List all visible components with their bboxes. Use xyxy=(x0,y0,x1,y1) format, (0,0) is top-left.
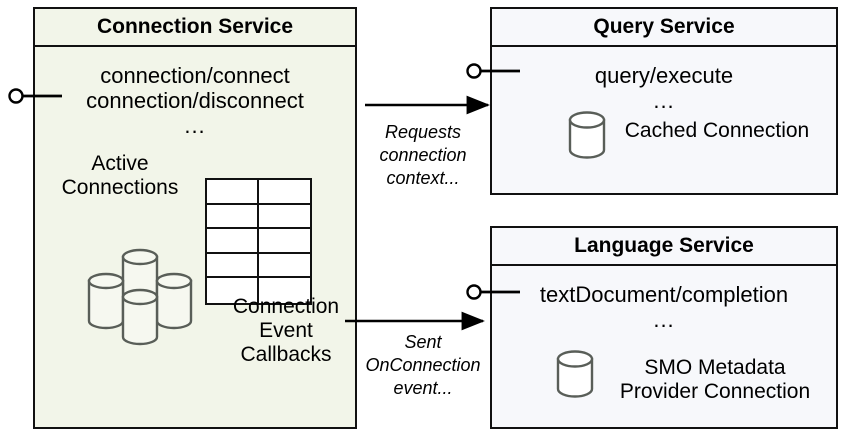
sent-line-2: OnConnection xyxy=(365,355,481,376)
connection-service-operations: connection/connect connection/disconnect… xyxy=(35,63,355,138)
database-cylinder-cluster-icon xyxy=(83,239,205,347)
requests-line-2: connection xyxy=(379,145,467,166)
callbacks-line-2: Event xyxy=(259,319,313,343)
active-connections-label: Active Connections xyxy=(45,152,195,200)
requests-line-3: context... xyxy=(386,168,460,189)
active-connections-line-1: Active xyxy=(91,152,149,175)
callbacks-line-1: Connection xyxy=(232,295,340,318)
query-service-operations-ellipsis: ... xyxy=(653,88,675,114)
grid-cell xyxy=(207,180,259,205)
provided-interface-lollipop-icon-connection-service[interactable] xyxy=(8,86,68,106)
grid-cell xyxy=(258,180,310,205)
grid-cell xyxy=(207,278,259,303)
language-service-body: textDocument/completion ... SMO Metadata… xyxy=(492,266,836,427)
grid-cell xyxy=(258,229,310,254)
query-service-operations: query/execute ... xyxy=(492,63,836,113)
connection-event-callbacks-label: Connection Event Callbacks xyxy=(213,295,359,367)
grid-cell xyxy=(258,253,310,279)
operation-connection-connect[interactable]: connection/connect xyxy=(100,63,290,88)
component-language-service[interactable]: Language Service textDocument/completion… xyxy=(490,226,838,429)
database-cylinder-icon xyxy=(566,109,608,161)
operation-query-execute[interactable]: query/execute xyxy=(594,63,734,88)
grid-cell xyxy=(207,229,259,254)
query-service-body: query/execute ... Cached Connection xyxy=(492,47,836,193)
sent-line-3: event... xyxy=(393,378,453,399)
smo-line-1: SMO Metadata xyxy=(644,356,786,379)
smo-line-2: Provider Connection xyxy=(619,380,811,404)
component-connection-service[interactable]: Connection Service connection/connect co… xyxy=(33,7,357,429)
cached-connection-label: Cached Connection xyxy=(624,119,810,142)
provided-interface-lollipop-icon-query-service[interactable] xyxy=(466,61,526,81)
connection-event-callbacks-grid xyxy=(205,178,312,305)
operation-textdocument-completion[interactable]: textDocument/completion xyxy=(539,282,789,307)
callbacks-line-3: Callbacks xyxy=(240,343,332,367)
requests-connection-context-label: Requests connection context... xyxy=(358,121,488,190)
query-service-title: Query Service xyxy=(492,9,836,47)
grid-cell xyxy=(258,204,310,230)
provided-interface-lollipop-icon-language-service[interactable] xyxy=(466,282,526,302)
connection-service-title: Connection Service xyxy=(35,9,355,47)
requests-line-1: Requests xyxy=(384,122,462,142)
language-service-title: Language Service xyxy=(492,228,836,266)
language-service-operations: textDocument/completion ... xyxy=(492,282,836,332)
active-connections-line-2: Connections xyxy=(61,176,179,200)
connection-service-operations-ellipsis: ... xyxy=(184,113,206,139)
grid-cell xyxy=(207,253,259,279)
sent-line-1: Sent xyxy=(404,332,442,352)
language-service-operations-ellipsis: ... xyxy=(653,307,675,333)
grid-cell xyxy=(207,204,259,230)
grid-cell xyxy=(258,278,310,303)
component-query-service[interactable]: Query Service query/execute ... Cached C… xyxy=(490,7,838,195)
connection-service-body: connection/connect connection/disconnect… xyxy=(35,47,355,427)
smo-metadata-provider-connection-label: SMO Metadata Provider Connection xyxy=(604,356,826,404)
sent-onconnection-event-label: Sent OnConnection event... xyxy=(358,331,488,400)
database-cylinder-icon xyxy=(554,348,596,400)
operation-connection-disconnect[interactable]: connection/disconnect xyxy=(86,88,304,114)
